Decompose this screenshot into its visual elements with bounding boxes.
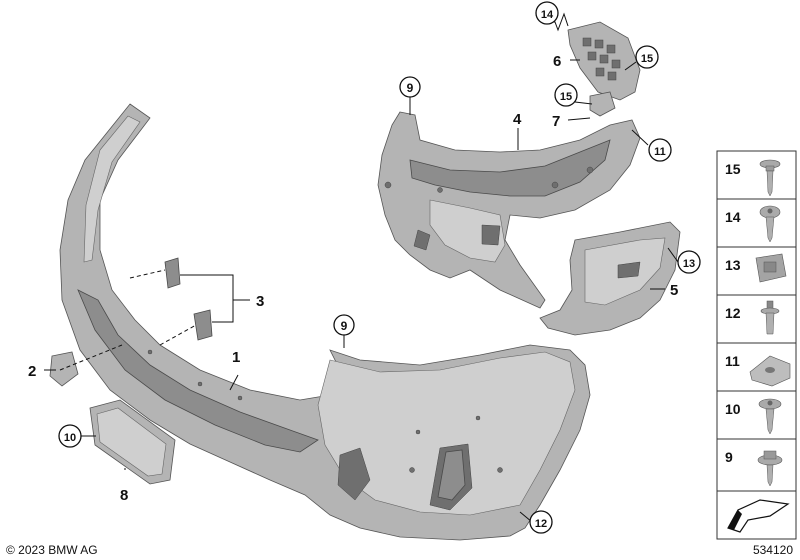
callout-11: 11: [654, 146, 666, 158]
fastener-cell-9[interactable]: [716, 438, 797, 492]
leader-7: [567, 117, 591, 121]
license-plate-base[interactable]: [89, 399, 176, 485]
callout-9b: 9: [341, 319, 348, 333]
fastener-cell-15[interactable]: [716, 150, 797, 200]
callout-circle-15a: [635, 45, 659, 69]
mounting-clip[interactable]: [589, 91, 616, 117]
fastener-label-10: 10: [725, 401, 741, 417]
fastener-cell-14[interactable]: [716, 198, 797, 248]
callout-10: 10: [64, 432, 76, 444]
callout-13: 13: [683, 258, 695, 270]
callout-circle-14: [535, 1, 559, 25]
leader-3c: [129, 269, 166, 279]
callout-7: 7: [552, 113, 560, 130]
flange-screw-icon: [758, 398, 782, 435]
fastener-label-14: 14: [725, 209, 741, 225]
leader-3a: [180, 274, 250, 301]
callout-3: 3: [256, 293, 264, 310]
callout-circle-9a: [399, 76, 421, 98]
rivet-icon: [760, 300, 780, 335]
grille-support-bracket[interactable]: [567, 21, 641, 101]
torx-screw-icon: [759, 205, 781, 243]
callout-15a: 15: [641, 53, 653, 65]
leader-3d: [159, 324, 197, 346]
fastener-legend: 15 14 13 12 11: [716, 150, 797, 540]
callout-circle-11: [648, 138, 672, 162]
leader-11: [631, 129, 649, 146]
fastener-cell-12[interactable]: [716, 294, 797, 344]
callout-2: 2: [28, 363, 36, 380]
leader-15a: [624, 61, 637, 71]
callout-6: 6: [553, 53, 561, 70]
direction-arrow-icon: [727, 499, 790, 533]
fastener-label-11: 11: [725, 353, 740, 369]
speed-nut-icon: [755, 253, 787, 283]
diagram-number: 534120: [753, 543, 793, 557]
clip-nut-icon: [749, 355, 791, 387]
leader-13: [667, 247, 679, 263]
callout-14: 14: [541, 9, 554, 21]
front-bumper-trim-panel[interactable]: [59, 103, 591, 541]
leader-15b: [574, 101, 593, 105]
copyright-text: © 2023 BMW AG: [6, 543, 98, 557]
side-bracket[interactable]: [539, 221, 681, 336]
callout-circle-15b: [554, 83, 578, 107]
callout-circle-13: [677, 250, 701, 274]
mounting-piece-lower[interactable]: [193, 309, 213, 341]
leader-lines: [44, 12, 679, 523]
callout-circle-10: [58, 424, 82, 448]
tow-hook-cover[interactable]: [49, 351, 79, 387]
fastener-label-12: 12: [725, 305, 741, 321]
fastener-label-13: 13: [725, 257, 741, 273]
callout-circle-9b: [333, 314, 355, 336]
leader-1: [229, 374, 239, 391]
mounting-piece-upper[interactable]: [164, 257, 181, 289]
leader-3b: [212, 300, 234, 323]
callout-15b: 15: [560, 91, 572, 103]
callout-9a: 9: [407, 81, 414, 95]
fastener-label-9: 9: [725, 449, 733, 465]
fastener-label-15: 15: [725, 161, 741, 177]
callout-1: 1: [232, 349, 240, 366]
hex-flange-bolt-icon: [757, 450, 783, 487]
callout-5: 5: [670, 282, 678, 299]
callout-4: 4: [513, 111, 522, 128]
callout-labels: 1 2 3 4 5 6 7 8 9 9 10 11 12 13 14 15 15: [28, 1, 701, 534]
hex-screw-icon: [759, 159, 781, 197]
callout-12: 12: [535, 518, 547, 530]
callout-8: 8: [120, 487, 128, 504]
bumper-carrier-bracket[interactable]: [377, 111, 641, 309]
callout-circle-12: [529, 510, 553, 534]
